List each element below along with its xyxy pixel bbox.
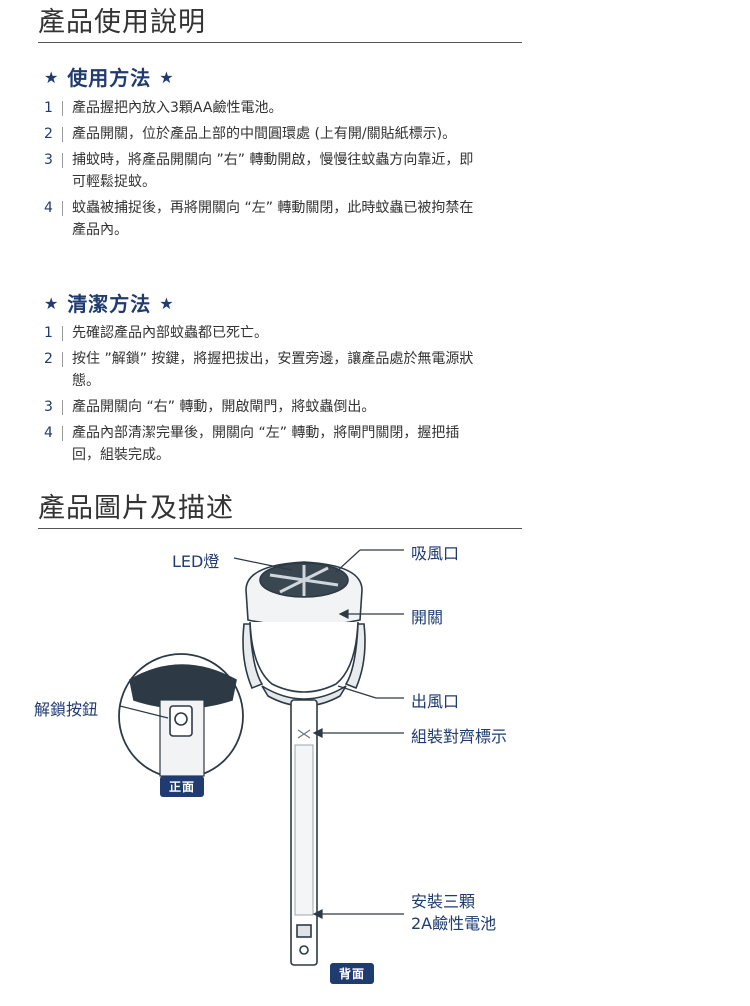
unlock-knob-shape bbox=[174, 712, 188, 726]
section-title-usage: 產品使用說明 bbox=[38, 6, 522, 43]
step-text: 產品開關向 “右” 轉動，開啟閘門，將蚊蟲倒出。 bbox=[72, 399, 376, 415]
divider bbox=[62, 101, 63, 116]
bottom-button-shape bbox=[299, 945, 309, 955]
cleaning-heading-text: 清潔方法 bbox=[67, 292, 152, 316]
list-item: 1 產品握把內放入3顆AA鹼性電池。 bbox=[44, 97, 524, 119]
star-icon: ★ bbox=[159, 68, 175, 87]
label-battery-line2: 2A鹼性電池 bbox=[411, 914, 497, 933]
step-text: 產品握把內放入3顆AA鹼性電池。 bbox=[72, 100, 283, 116]
label-outlet: 出風口 bbox=[411, 692, 460, 711]
step-number: 2 bbox=[44, 126, 53, 142]
cleaning-steps: 1 先確認產品內部蚊蟲都已死亡。 2 按住 ”解鎖” 按鍵，將握把拔出，安置旁邊，讓… bbox=[44, 322, 524, 470]
handle-inner-shape bbox=[294, 744, 314, 916]
divider bbox=[62, 400, 63, 415]
band-shape bbox=[344, 623, 366, 690]
band-shape bbox=[242, 623, 264, 690]
step-number: 2 bbox=[44, 351, 53, 367]
label-intake: 吸風口 bbox=[411, 544, 460, 563]
leader-unlock bbox=[119, 705, 169, 719]
step-number: 4 bbox=[44, 200, 53, 216]
list-item: 4 產品內部清潔完畢後，開關向 “左” 轉動，將閘門關閉，握把插回，組裝完成。 bbox=[44, 422, 524, 466]
battery-window-shape bbox=[296, 924, 312, 938]
star-icon: ★ bbox=[44, 294, 60, 313]
star-icon: ★ bbox=[159, 294, 175, 313]
step-number: 3 bbox=[44, 399, 53, 415]
step-number: 1 bbox=[44, 100, 53, 116]
badge-front: 正面 bbox=[160, 776, 205, 797]
arrow-head bbox=[338, 609, 349, 619]
arrow-head bbox=[312, 909, 323, 919]
label-led: LED燈 bbox=[172, 552, 220, 571]
divider bbox=[62, 127, 63, 142]
usage-heading-text: 使用方法 bbox=[67, 66, 152, 90]
divider bbox=[62, 326, 63, 341]
usage-heading: ★ 使用方法 ★ bbox=[44, 62, 175, 91]
label-battery-line1: 安裝三顆 bbox=[411, 892, 476, 911]
step-text: 按住 ”解鎖” 按鍵，將握把拔出，安置旁邊，讓產品處於無電源狀態。 bbox=[72, 351, 474, 389]
outlet-base-shape bbox=[261, 685, 347, 707]
leader-outlet bbox=[337, 685, 377, 699]
list-item: 3 捕蚊時，將產品開關向 ”右” 轉動開啟，慢慢往蚊蟲方向靠近，即可輕鬆捉蚊。 bbox=[44, 149, 524, 193]
cleaning-heading: ★ 清潔方法 ★ bbox=[44, 288, 175, 317]
body-shape bbox=[249, 621, 359, 693]
list-item: 4 蚊蟲被捕捉後，再將開關向 “左” 轉動關閉，此時蚊蟲已被拘禁在產品內。 bbox=[44, 197, 524, 241]
list-item: 1 先確認產品內部蚊蟲都已死亡。 bbox=[44, 322, 524, 344]
zoom-body-shape bbox=[129, 664, 237, 709]
fan-blades-shape bbox=[269, 565, 339, 596]
section-title-diagram: 產品圖片及描述 bbox=[38, 492, 522, 529]
arrow-head bbox=[312, 728, 323, 738]
divider bbox=[62, 201, 63, 216]
badge-back: 背面 bbox=[330, 963, 375, 984]
divider bbox=[62, 426, 63, 441]
divider bbox=[62, 153, 63, 168]
list-item: 3 產品開關向 “右” 轉動，開啟閘門，將蚊蟲倒出。 bbox=[44, 396, 524, 418]
list-item: 2 產品開關，位於產品上部的中間圓環處 (上有開/關貼紙標示)。 bbox=[44, 123, 524, 145]
leader-led bbox=[233, 557, 293, 571]
align-mark-shape bbox=[297, 729, 311, 739]
leader-intake bbox=[335, 549, 361, 573]
step-text: 先確認產品內部蚊蟲都已死亡。 bbox=[72, 325, 268, 341]
step-number: 3 bbox=[44, 152, 53, 168]
step-text: 產品內部清潔完畢後，開關向 “左” 轉動，將閘門關閉，握把插回，組裝完成。 bbox=[72, 425, 460, 463]
step-text: 蚊蟲被捕捉後，再將開關向 “左” 轉動關閉，此時蚊蟲已被拘禁在產品內。 bbox=[72, 200, 474, 238]
usage-steps: 1 產品握把內放入3顆AA鹼性電池。 2 產品開關，位於產品上部的中間圓環處 (上有… bbox=[44, 97, 524, 245]
label-switch: 開關 bbox=[411, 608, 444, 627]
unlock-button-shape bbox=[169, 705, 193, 737]
list-item: 2 按住 ”解鎖” 按鍵，將握把拔出，安置旁邊，讓產品處於無電源狀態。 bbox=[44, 348, 524, 392]
label-align: 組裝對齊標示 bbox=[411, 727, 508, 746]
step-number: 4 bbox=[44, 425, 53, 441]
star-icon: ★ bbox=[44, 68, 60, 87]
label-unlock: 解鎖按鈕 bbox=[34, 700, 99, 719]
divider bbox=[62, 352, 63, 367]
step-text: 產品開關，位於產品上部的中間圓環處 (上有開/關貼紙標示)。 bbox=[72, 126, 457, 142]
step-number: 1 bbox=[44, 325, 53, 341]
step-text: 捕蚊時，將產品開關向 ”右” 轉動開啟，慢慢往蚊蟲方向靠近，即可輕鬆捉蚊。 bbox=[72, 152, 474, 190]
